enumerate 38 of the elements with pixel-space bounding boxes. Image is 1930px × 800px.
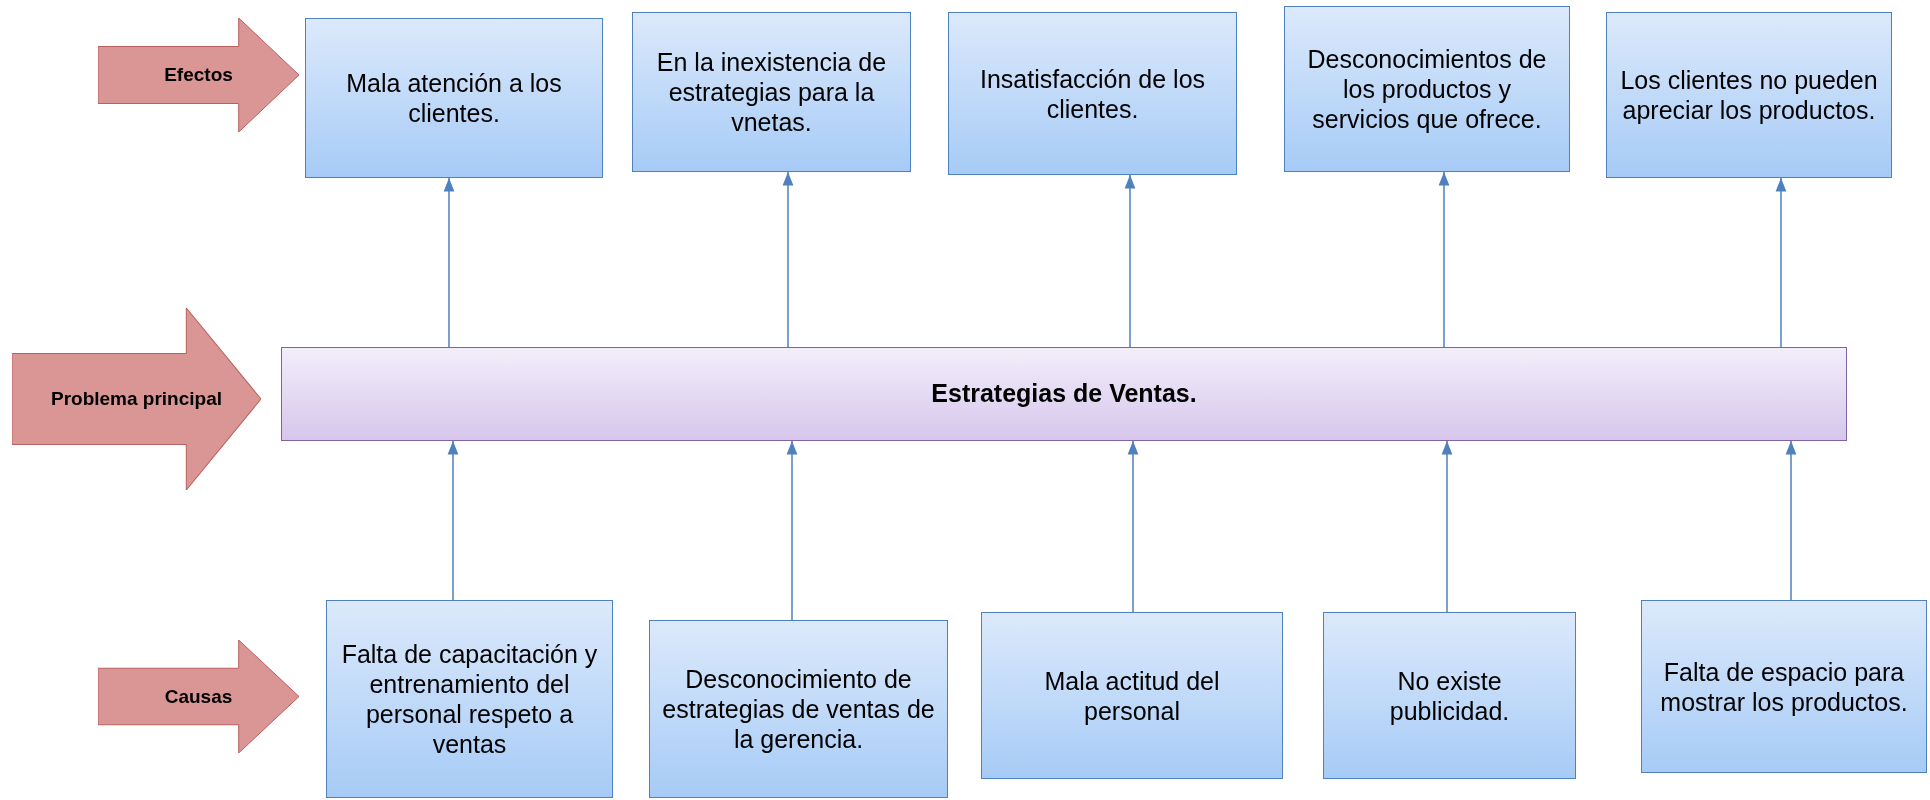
cause-box: [1323, 612, 1576, 779]
arrow: [1438, 171, 1450, 348]
cause-box: [649, 620, 948, 798]
box-text: Estrategias de Ventas.: [931, 378, 1197, 410]
box-text: Desconocimientos de los productos y servicios que ofrece.: [1306, 44, 1548, 134]
cause-box: [326, 600, 613, 798]
effect-box: [1606, 12, 1892, 178]
arrow: [786, 440, 798, 621]
box-text: Insatisfacción de los clientes.: [978, 63, 1207, 124]
block-arrow: [12, 308, 261, 490]
arrow: [443, 177, 455, 348]
arrow: [782, 171, 794, 348]
arrow: [1785, 440, 1797, 601]
arrow-label: Efectos: [164, 63, 233, 87]
box-text: Los clientes no pueden apreciar los productos.: [1619, 65, 1879, 125]
block-arrow: [98, 640, 299, 753]
box-text: Desconocimiento de estrategias de ventas de la gerencia.: [662, 664, 935, 754]
box-text: No existe publicidad.: [1388, 665, 1511, 726]
arrow: [447, 440, 459, 601]
effect-box: [1284, 6, 1570, 172]
problem-box: [281, 347, 1847, 441]
box-text: En la inexistencia de estrategias para la vnetas.: [655, 47, 888, 137]
box-text: Mala actitud del personal: [1043, 665, 1221, 726]
arrow-label: Causas: [164, 684, 233, 709]
effect-box: [305, 18, 603, 178]
block-arrow: [98, 18, 299, 132]
arrow: [1775, 177, 1787, 348]
box-text: Falta de capacitación y entrenamiento del personal respeto a ventas: [340, 639, 599, 759]
cause-box: [981, 612, 1283, 779]
effect-box: [948, 12, 1237, 175]
box-text: Falta de espacio para mostrar los productos.: [1659, 656, 1909, 717]
cause-box: [1641, 600, 1927, 773]
arrow: [1124, 174, 1136, 348]
arrow: [1127, 440, 1139, 613]
effect-box: [632, 12, 911, 172]
arrow-label: Problema principal: [50, 387, 222, 411]
arrow: [1441, 440, 1453, 613]
box-text: Mala atención a los clientes.: [345, 68, 563, 128]
